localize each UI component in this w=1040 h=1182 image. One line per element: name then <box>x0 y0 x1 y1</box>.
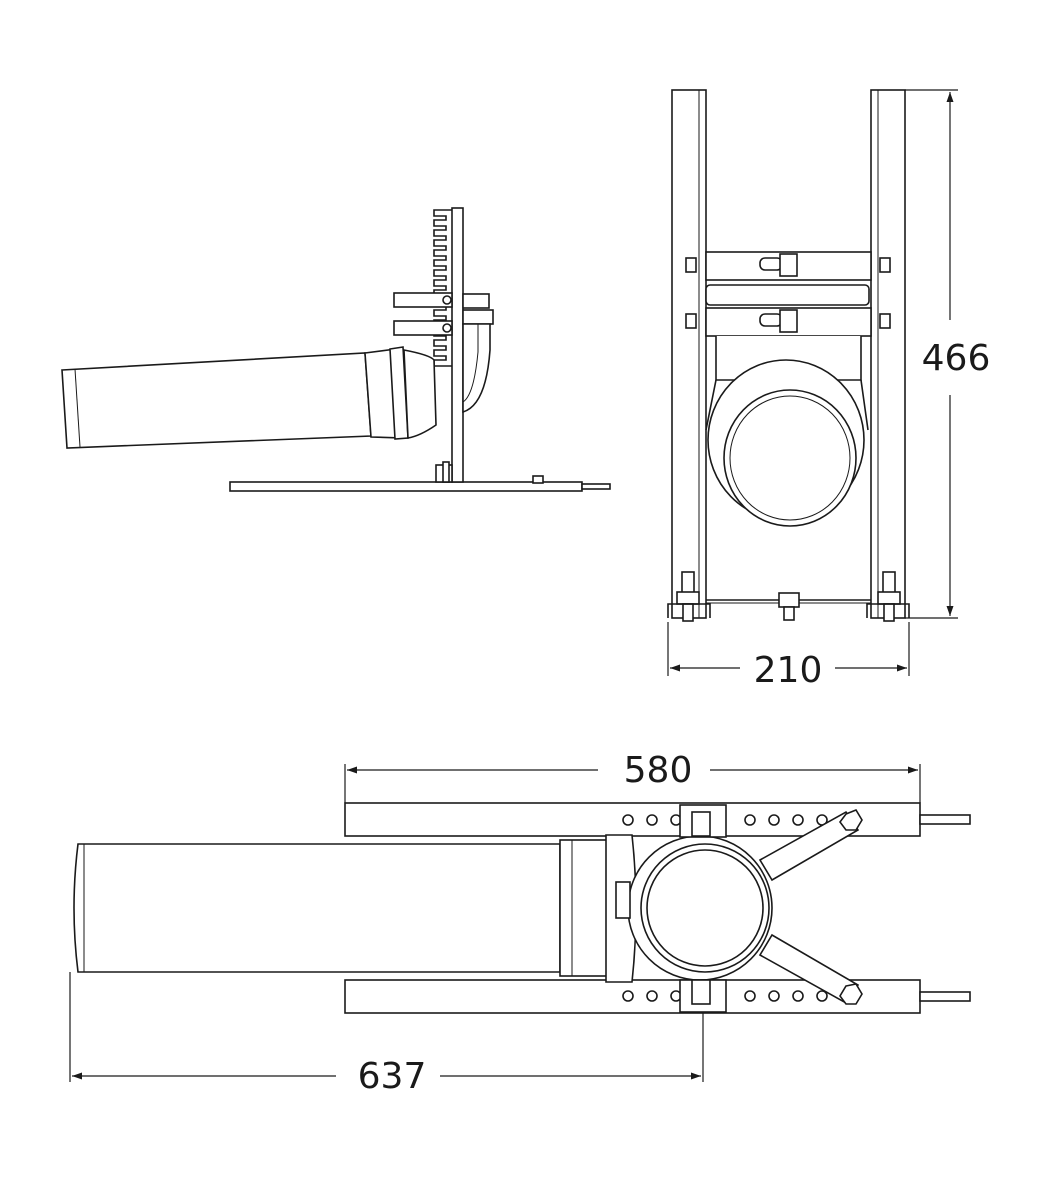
upper-clamp <box>393 292 453 308</box>
pipe-collar <box>705 284 870 306</box>
side-bolt <box>615 881 631 919</box>
base-plate <box>229 481 583 492</box>
plate-rod <box>581 483 611 490</box>
left-rail <box>671 89 707 619</box>
post-bolt <box>442 461 450 483</box>
lower-clamp <box>393 320 453 336</box>
side-view <box>61 207 611 492</box>
pipe-top <box>73 843 561 973</box>
pipe-end-inner <box>646 849 764 967</box>
pipe-socket-top <box>559 839 609 977</box>
slot-comb <box>433 209 452 367</box>
dim-height: 466 <box>922 338 991 379</box>
right-rail <box>870 89 906 619</box>
feet-bolts <box>667 571 910 622</box>
socket-ring <box>462 309 494 325</box>
clamp-bolt <box>442 323 452 333</box>
socket-top <box>462 293 490 309</box>
dim-length: 637 <box>358 1056 427 1097</box>
vertical-post <box>451 207 464 483</box>
lower-brace <box>758 933 860 1005</box>
clamp-bolt <box>442 295 452 305</box>
rail-holes <box>622 814 828 1002</box>
dim-span: 580 <box>624 750 693 791</box>
upper-rod <box>919 814 971 825</box>
top-view: 580 637 <box>69 750 971 1097</box>
clamp-bolt-bottom <box>691 979 711 1005</box>
brace-nut <box>839 983 863 1005</box>
bracket-bolts <box>685 253 891 333</box>
pipe-inner <box>723 389 857 527</box>
clamp-bolt-top <box>691 811 711 837</box>
plate-bolt <box>532 475 544 484</box>
brace-nut <box>839 809 863 831</box>
upper-brace <box>758 810 860 882</box>
lower-rod <box>919 991 971 1002</box>
dim-width: 210 <box>754 650 823 691</box>
pipe-side <box>61 352 372 449</box>
front-view: 466 210 <box>667 89 991 691</box>
pipe-joint <box>403 349 437 439</box>
